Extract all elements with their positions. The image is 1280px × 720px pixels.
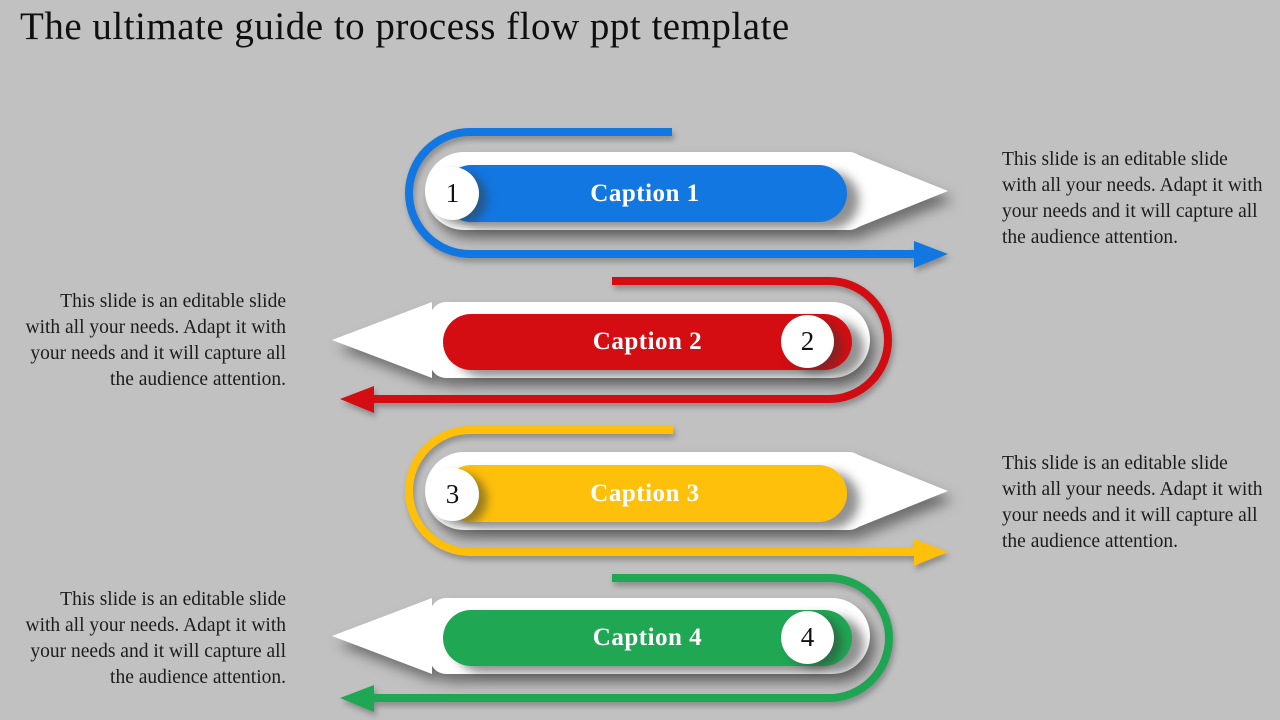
caption-label-2: Caption 2: [592, 328, 703, 355]
step-description-3: This slide is an editable slide with all…: [1002, 453, 1263, 552]
step-number-badge-4: 4: [781, 611, 834, 664]
banner-point-right-icon: [851, 152, 948, 230]
caption-pill-2: Caption 2: [443, 314, 852, 370]
caption-label-1: Caption 1: [590, 179, 700, 207]
caption-pill-3: Caption 3: [443, 465, 847, 522]
caption-pill-1: Caption 1: [443, 165, 847, 222]
flow-arrowhead-left-icon: [340, 685, 374, 712]
flow-arrowhead-right-icon: [914, 539, 948, 566]
slide-title: The ultimate guide to process flow ppt t…: [20, 5, 790, 48]
step-description-1: This slide is an editable slide with all…: [1002, 149, 1263, 248]
step-number-4: 4: [800, 622, 815, 652]
banner-point-right-icon: [851, 452, 948, 530]
step-number-3: 3: [445, 479, 460, 509]
step-description-2: This slide is an editable slide with all…: [25, 291, 286, 390]
caption-label-4: Caption 4: [592, 624, 703, 651]
flow-arrowhead-right-icon: [914, 241, 948, 268]
caption-label-3: Caption 3: [590, 479, 700, 507]
step-number-badge-3: 3: [426, 468, 479, 521]
step-number-1: 1: [445, 178, 460, 208]
banner-point-left-icon: [332, 598, 432, 674]
flow-arrowhead-left-icon: [340, 386, 374, 413]
step-number-badge-1: 1: [426, 167, 479, 220]
caption-pill-4: Caption 4: [443, 610, 852, 666]
step-description-4: This slide is an editable slide with all…: [25, 589, 286, 688]
step-number-badge-2: 2: [781, 315, 834, 368]
banner-point-left-icon: [332, 302, 432, 378]
step-number-2: 2: [800, 326, 815, 356]
